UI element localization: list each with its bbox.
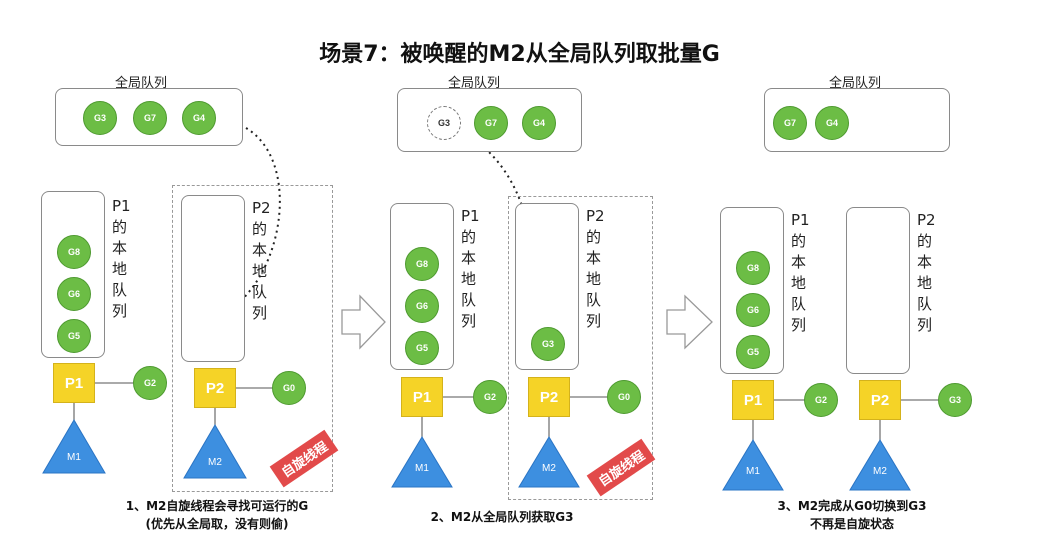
processor-p2: P2 bbox=[859, 380, 901, 420]
processor-p1: P1 bbox=[53, 363, 95, 403]
p2-local-queue-3 bbox=[846, 207, 910, 374]
goroutine-g3: G3 bbox=[83, 101, 117, 135]
diagram-title: 场景7：被唤醒的M2从全局队列取批量G bbox=[319, 42, 720, 67]
p2-local-queue-1 bbox=[181, 195, 245, 362]
transition-arrow-2 bbox=[666, 294, 713, 350]
processor-p1: P1 bbox=[401, 377, 443, 417]
goroutine-g6: G6 bbox=[405, 289, 439, 323]
fetch-arrow-1 bbox=[231, 127, 281, 309]
p2-local-queue-label-1: P2 的 本 地 队 列 bbox=[252, 199, 271, 322]
processor-p1: P1 bbox=[732, 380, 774, 420]
goroutine-g3-removed: G3 bbox=[427, 106, 461, 140]
transition-arrow-1 bbox=[341, 294, 386, 350]
machine-m1: M1 bbox=[746, 466, 760, 477]
goroutine-g8: G8 bbox=[736, 251, 770, 285]
caption-step-2-line-1: 2、M2从全局队列获取G3 bbox=[430, 510, 574, 524]
p1-local-queue-label-3: P1 的 本 地 队 列 bbox=[791, 211, 810, 334]
machine-m2: M2 bbox=[208, 457, 222, 468]
machine-m1: M1 bbox=[415, 463, 429, 474]
goroutine-g3: G3 bbox=[531, 327, 565, 361]
global-queue-label-3: 全局队列 bbox=[829, 75, 882, 90]
m2-triangle-1 bbox=[183, 424, 247, 479]
goroutine-g8: G8 bbox=[57, 235, 91, 269]
processor-p2: P2 bbox=[194, 368, 236, 408]
m2-triangle-2 bbox=[518, 436, 580, 488]
machine-m1: M1 bbox=[67, 452, 81, 463]
spinning-thread-frame-2 bbox=[508, 196, 653, 500]
caption-step-3-line-1: 3、M2完成从G0切换到G3 bbox=[777, 499, 927, 513]
goroutine-g0: G0 bbox=[607, 380, 641, 414]
goroutine-g6: G6 bbox=[736, 293, 770, 327]
goroutine-g5: G5 bbox=[736, 335, 770, 369]
p2-local-queue-label-3: P2 的 本 地 队 列 bbox=[917, 211, 936, 334]
p2-local-queue-label-2: P2 的 本 地 队 列 bbox=[586, 207, 605, 330]
goroutine-g2: G2 bbox=[473, 380, 507, 414]
m1-triangle-1 bbox=[42, 419, 106, 474]
goroutine-g4: G4 bbox=[522, 106, 556, 140]
goroutine-g2: G2 bbox=[133, 366, 167, 400]
m2-triangle-3 bbox=[849, 439, 911, 491]
goroutine-g6: G6 bbox=[57, 277, 91, 311]
machine-m2: M2 bbox=[873, 466, 887, 477]
caption-step-2: 2、M2从全局队列获取G3 bbox=[412, 508, 592, 526]
caption-step-1-line-2: (优先从全局取，没有则偷) bbox=[145, 517, 289, 531]
caption-step-1: 1、M2自旋线程会寻找可运行的G (优先从全局取，没有则偷) bbox=[112, 497, 322, 533]
goroutine-g4: G4 bbox=[182, 101, 216, 135]
processor-p2: P2 bbox=[528, 377, 570, 417]
goroutine-g0: G0 bbox=[272, 371, 306, 405]
goroutine-g2: G2 bbox=[804, 383, 838, 417]
machine-m2: M2 bbox=[542, 463, 556, 474]
p1-local-queue-label-2: P1 的 本 地 队 列 bbox=[461, 207, 480, 330]
goroutine-g7: G7 bbox=[133, 101, 167, 135]
goroutine-g7: G7 bbox=[773, 106, 807, 140]
m1-triangle-3 bbox=[722, 439, 784, 491]
goroutine-g4: G4 bbox=[815, 106, 849, 140]
goroutine-g7: G7 bbox=[474, 106, 508, 140]
global-queue-label-1: 全局队列 bbox=[115, 75, 168, 90]
goroutine-g5: G5 bbox=[57, 319, 91, 353]
goroutine-g3: G3 bbox=[938, 383, 972, 417]
goroutine-g5: G5 bbox=[405, 331, 439, 365]
goroutine-g8: G8 bbox=[405, 247, 439, 281]
m1-triangle-2 bbox=[391, 436, 453, 488]
global-queue-label-2: 全局队列 bbox=[448, 75, 501, 90]
caption-step-3: 3、M2完成从G0切换到G3 不再是自旋状态 bbox=[752, 497, 952, 533]
caption-step-3-line-2: 不再是自旋状态 bbox=[809, 517, 894, 531]
caption-step-1-line-1: 1、M2自旋线程会寻找可运行的G bbox=[125, 499, 309, 513]
spinning-thread-frame-1 bbox=[172, 185, 333, 492]
p1-local-queue-label-1: P1 的 本 地 队 列 bbox=[112, 197, 131, 320]
